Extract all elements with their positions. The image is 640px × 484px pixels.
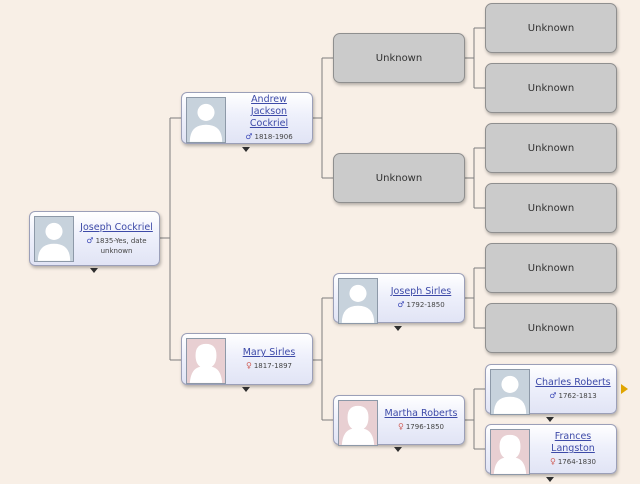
unknown-label: Unknown bbox=[527, 262, 575, 274]
unknown-card[interactable]: Unknown bbox=[485, 303, 617, 353]
mother-card[interactable]: Mary Sirles ♀1817-1897 bbox=[181, 333, 313, 385]
person-dates: 1835-Yes, date unknown bbox=[95, 236, 147, 255]
unknown-card[interactable]: Unknown bbox=[485, 123, 617, 173]
male-silhouette-icon bbox=[186, 97, 226, 143]
more-ancestors-arrow-icon[interactable] bbox=[621, 384, 628, 394]
expand-arrow-icon[interactable] bbox=[394, 326, 402, 331]
person-name-link[interactable]: Charles Roberts bbox=[535, 377, 611, 388]
person-name-link[interactable]: Andrew Jackson Cockriel bbox=[249, 94, 289, 129]
person-dates: 1796-1850 bbox=[405, 423, 444, 431]
female-silhouette-icon bbox=[338, 400, 378, 446]
person-name-link[interactable]: Mary Sirles bbox=[242, 347, 296, 358]
person-dates: 1762-1813 bbox=[558, 392, 597, 400]
person-dates: 1818-1906 bbox=[254, 133, 293, 141]
person-dates: 1817-1897 bbox=[253, 362, 292, 370]
expand-arrow-icon[interactable] bbox=[242, 387, 250, 392]
male-icon: ♂ bbox=[245, 132, 253, 141]
female-icon: ♀ bbox=[549, 457, 556, 466]
male-icon: ♂ bbox=[549, 391, 557, 400]
expand-arrow-icon[interactable] bbox=[546, 417, 554, 422]
person-dates: 1792-1850 bbox=[406, 301, 445, 309]
male-silhouette-icon bbox=[34, 216, 74, 262]
unknown-label: Unknown bbox=[527, 142, 575, 154]
person-name-link[interactable]: Joseph Cockriel bbox=[80, 221, 153, 233]
female-silhouette-icon bbox=[186, 338, 226, 384]
male-icon: ♂ bbox=[86, 235, 94, 245]
female-icon: ♀ bbox=[397, 422, 404, 431]
unknown-card[interactable]: Unknown bbox=[333, 153, 465, 203]
unknown-label: Unknown bbox=[375, 52, 423, 64]
male-silhouette-icon bbox=[338, 278, 378, 324]
unknown-label: Unknown bbox=[527, 22, 575, 34]
person-dates: 1764-1830 bbox=[557, 458, 596, 466]
maternal-grandfather-card[interactable]: Joseph Sirles ♂1792-1850 bbox=[333, 273, 465, 324]
expand-arrow-icon[interactable] bbox=[90, 268, 98, 273]
person-name-link[interactable]: Martha Roberts bbox=[384, 408, 458, 419]
male-icon: ♂ bbox=[397, 300, 405, 309]
male-silhouette-icon bbox=[490, 369, 530, 415]
unknown-card[interactable]: Unknown bbox=[485, 183, 617, 233]
person-name-link[interactable]: Joseph Sirles bbox=[390, 286, 452, 297]
unknown-label: Unknown bbox=[527, 82, 575, 94]
unknown-card[interactable]: Unknown bbox=[485, 63, 617, 113]
unknown-card[interactable]: Unknown bbox=[333, 33, 465, 83]
great-grandfather-card[interactable]: Charles Roberts ♂1762-1813 bbox=[485, 364, 617, 415]
person-name-link[interactable]: Frances Langston bbox=[551, 431, 595, 454]
unknown-card[interactable]: Unknown bbox=[485, 243, 617, 293]
root-person-card[interactable]: Joseph Cockriel ♂1835-Yes, date unknown bbox=[29, 211, 160, 266]
maternal-grandmother-card[interactable]: Martha Roberts ♀1796-1850 bbox=[333, 395, 465, 446]
female-icon: ♀ bbox=[245, 361, 252, 370]
unknown-label: Unknown bbox=[527, 322, 575, 334]
unknown-card[interactable]: Unknown bbox=[485, 3, 617, 53]
expand-arrow-icon[interactable] bbox=[394, 447, 402, 452]
father-card[interactable]: Andrew Jackson Cockriel ♂1818-1906 bbox=[181, 92, 313, 144]
expand-arrow-icon[interactable] bbox=[546, 477, 554, 482]
great-grandmother-card[interactable]: Frances Langston ♀1764-1830 bbox=[485, 424, 617, 475]
unknown-label: Unknown bbox=[375, 172, 423, 184]
expand-arrow-icon[interactable] bbox=[242, 147, 250, 152]
unknown-label: Unknown bbox=[527, 202, 575, 214]
female-silhouette-icon bbox=[490, 429, 530, 475]
